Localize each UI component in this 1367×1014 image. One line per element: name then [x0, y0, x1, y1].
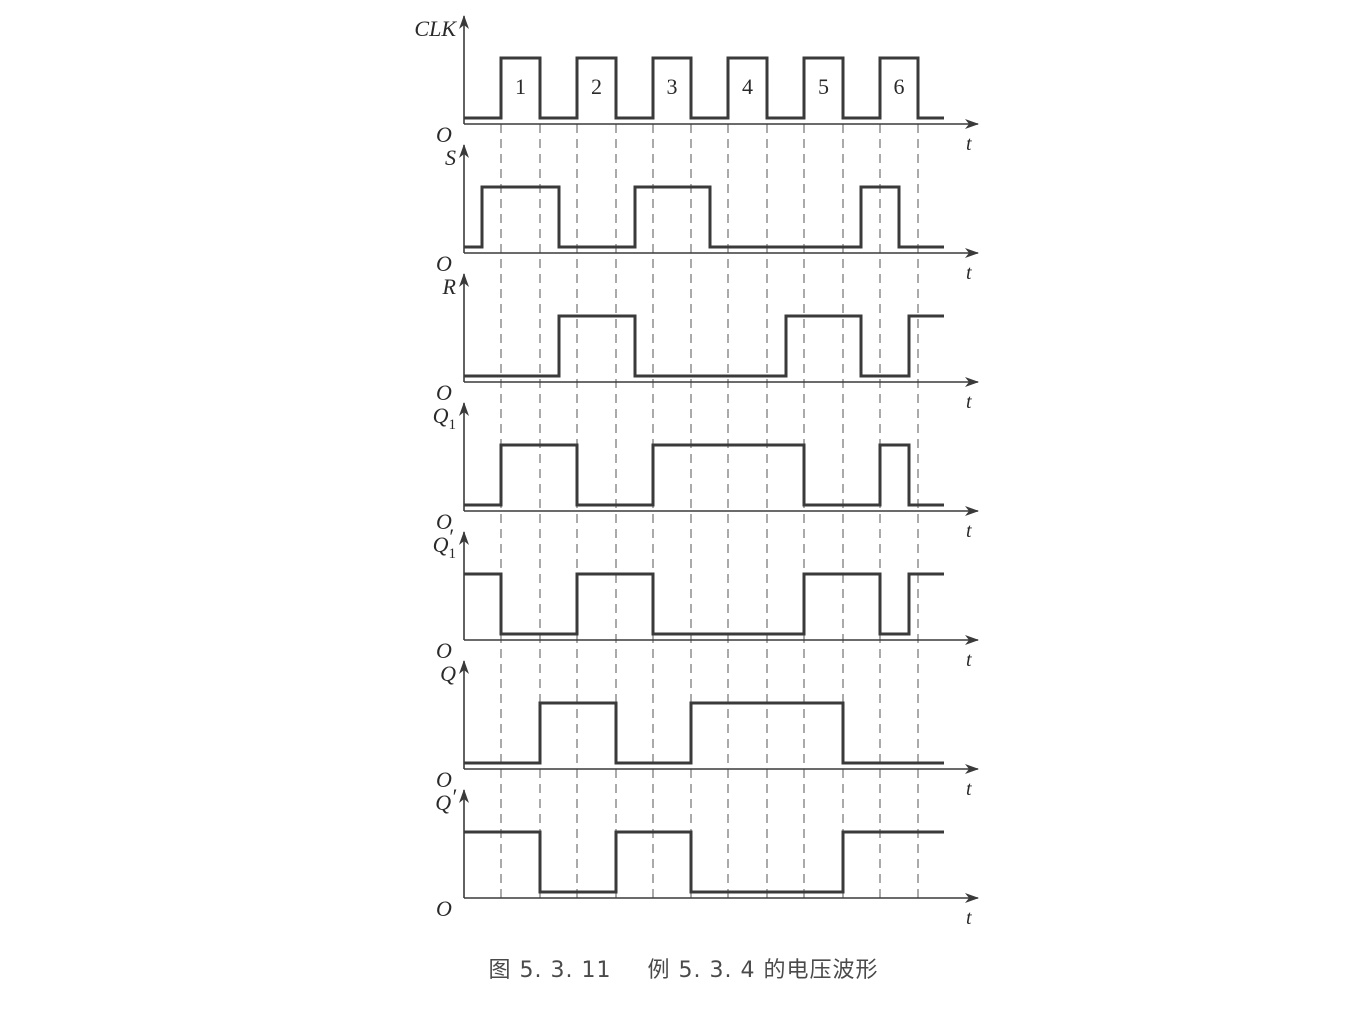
waveform-q1p [464, 572, 944, 636]
signal-label-s: S [445, 145, 456, 170]
signal-label-qp: Q′ [435, 784, 457, 815]
clock-pulse-number: 2 [591, 74, 602, 99]
signal-label-q: Q [440, 661, 456, 686]
waveform-r [464, 314, 944, 378]
signal-label-r: R [442, 274, 457, 299]
time-label: t [966, 520, 972, 542]
waveform-q [464, 701, 944, 765]
time-label: t [966, 262, 972, 284]
origin-label: O [436, 509, 452, 534]
origin-label: O [436, 251, 452, 276]
time-label: t [966, 907, 972, 929]
figure-number: 图 5. 3. 11 [488, 958, 612, 983]
signal-label-q1p: Q1′ [433, 524, 456, 562]
clock-pulse-number: 4 [742, 74, 753, 99]
origin-label: O [436, 638, 452, 663]
origin-label: O [436, 767, 452, 792]
time-label: t [966, 649, 972, 671]
time-label: t [966, 391, 972, 413]
waveform-clk [464, 56, 944, 120]
time-label: t [966, 778, 972, 800]
signal-label-q1: Q1 [433, 403, 456, 433]
origin-label: O [436, 122, 452, 147]
clock-pulse-number: 1 [515, 74, 526, 99]
figure-caption: 图 5. 3. 11 例 5. 3. 4 的电压波形 [0, 952, 1367, 984]
origin-label: O [436, 380, 452, 405]
clock-pulse-number: 5 [818, 74, 829, 99]
origin-label: O [436, 896, 452, 921]
time-label: t [966, 133, 972, 155]
waveform-q1 [464, 443, 944, 507]
waveform-qp [464, 830, 944, 894]
clock-pulse-number: 6 [894, 74, 905, 99]
clock-pulse-number: 3 [667, 74, 678, 99]
signal-label-clk: CLK [414, 16, 457, 41]
figure-title: 例 5. 3. 4 的电压波形 [647, 958, 879, 983]
waveform-s [464, 185, 944, 249]
